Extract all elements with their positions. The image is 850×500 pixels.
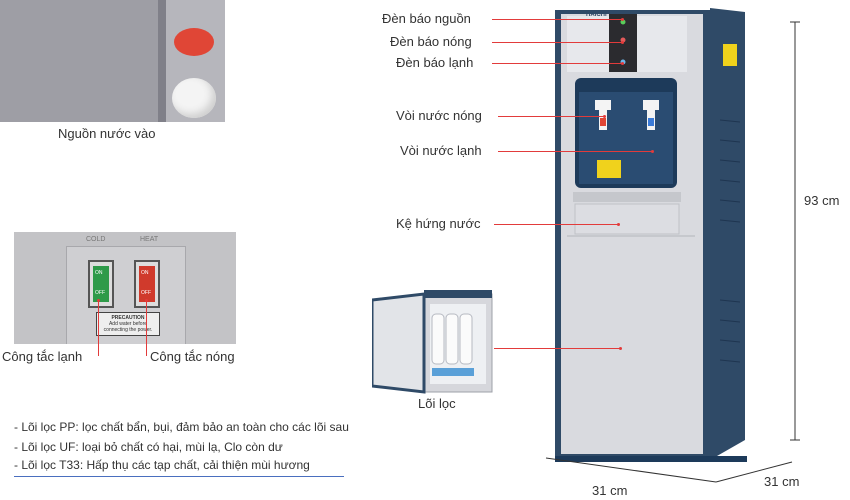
brand-logo: HAICHI — [586, 12, 607, 18]
precaution-title: PRECAUTION — [111, 315, 145, 321]
switch-panel-photo: COLD HEAT ON OFF ON OFF PRECAUTION Add w… — [14, 232, 236, 344]
hot-tap-label: Vòi nước nóng — [396, 108, 482, 123]
list-underline — [14, 476, 344, 477]
cold-light-label: Đèn báo lạnh — [396, 55, 474, 70]
depth-dimension: 31 cm — [764, 474, 800, 489]
filter-t33-item: - Lõi lọc T33: Hấp thụ các tạp chất, cải… — [14, 458, 310, 472]
cold-switch[interactable]: ON OFF — [88, 260, 114, 308]
height-dimension: 93 cm — [804, 193, 840, 208]
filter-cabinet-photo — [372, 290, 493, 394]
cold-switch-label: Công tắc lạnh — [2, 349, 83, 364]
filter-uf-item: - Lõi lọc UF: loại bỏ chất có hại, mùi l… — [14, 440, 283, 454]
precaution-note: PRECAUTION Add water before connecting t… — [96, 312, 160, 336]
precaution-body: Add water before connecting the power. — [103, 321, 153, 333]
width-dimension: 31 cm — [592, 483, 628, 498]
heat-header: HEAT — [140, 236, 159, 243]
hot-light-label: Đèn báo nóng — [390, 34, 472, 49]
filter-pp-item: - Lõi lọc PP: lọc chất bẩn, bụi, đảm bảo… — [14, 420, 349, 434]
inlet-knob — [172, 78, 216, 118]
warning-sticker — [174, 28, 214, 56]
water-dispenser — [555, 8, 747, 462]
filter-core-label: Lõi lọc — [418, 396, 456, 411]
cold-tap-label: Vòi nước lạnh — [400, 143, 482, 158]
water-inlet-photo — [0, 0, 225, 122]
power-light-label: Đèn báo nguồn — [382, 11, 471, 26]
hot-switch-label: Công tắc nóng — [150, 349, 235, 364]
water-inlet-label: Nguồn nước vào — [58, 126, 156, 141]
drip-tray-label: Kệ hứng nước — [396, 216, 481, 231]
cold-header: COLD — [86, 236, 106, 243]
dimension-lines — [545, 21, 800, 483]
